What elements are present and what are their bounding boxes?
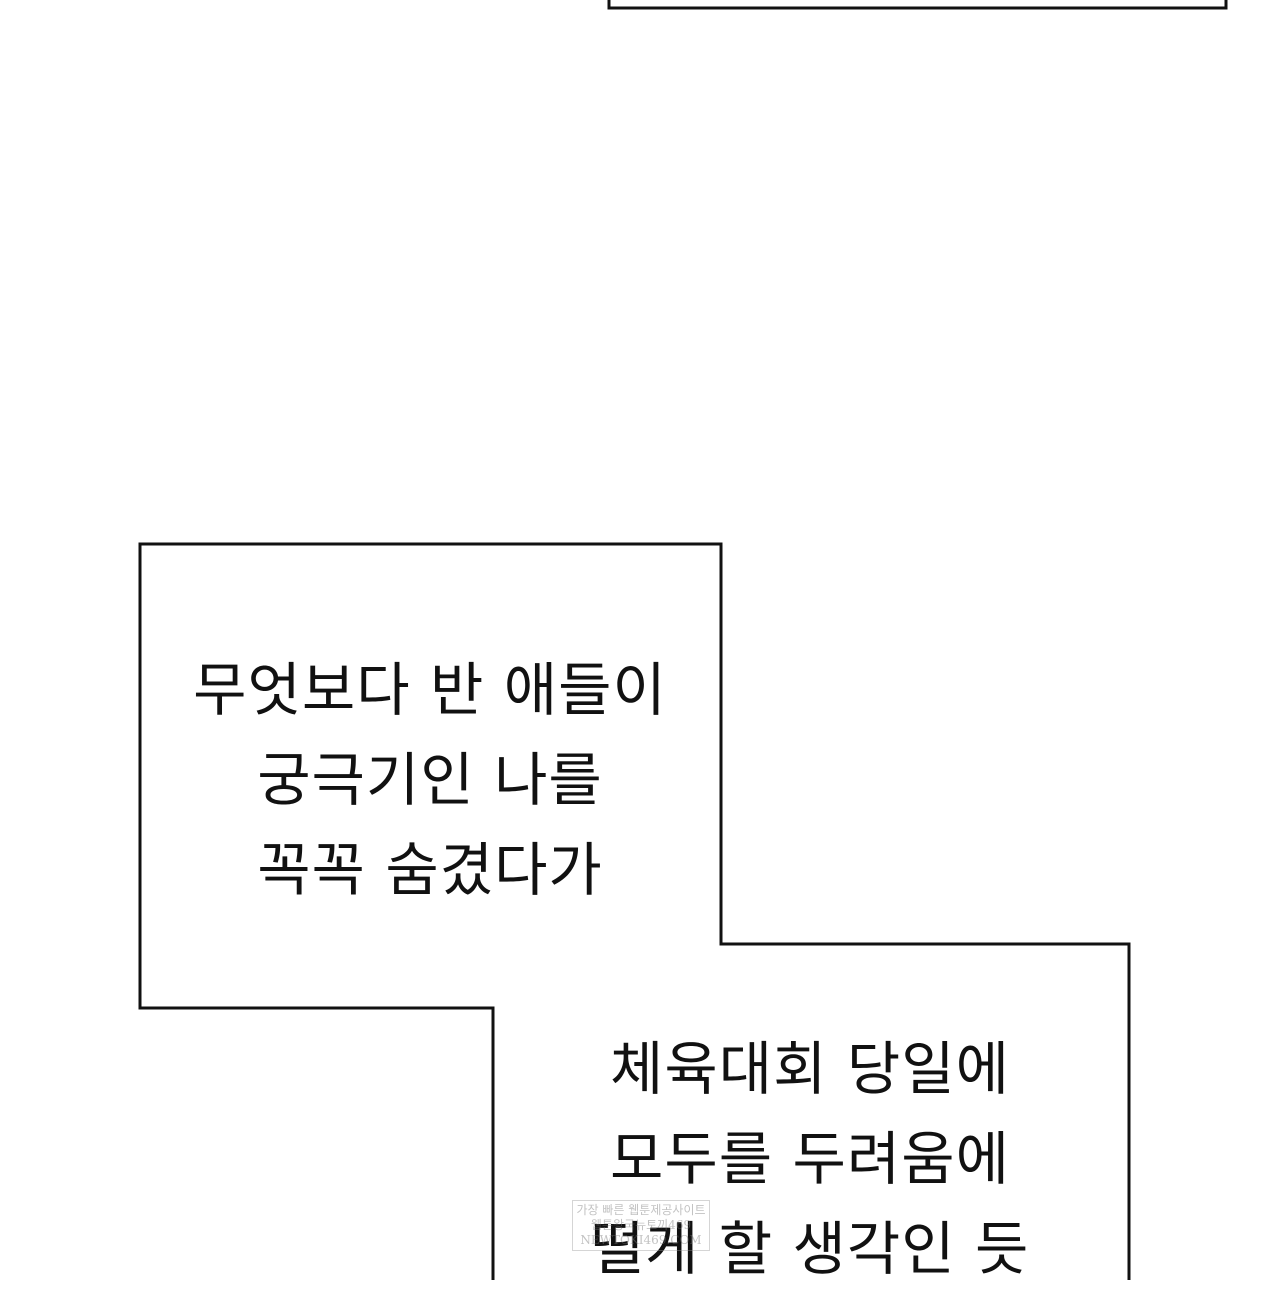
caption-2: 체육대회 당일에 모두를 두려움에 떨게 할 생각인 듯 [510, 1024, 1110, 1294]
top-panel-border [607, 0, 1228, 10]
caption-line: 무엇보다 반 애들이 [193, 656, 667, 724]
caption-line: 떨게 할 생각인 듯 [590, 1215, 1030, 1283]
caption-1: 무엇보다 반 애들이 궁극기인 나를 꼭꼭 숨겼다가 [130, 645, 730, 915]
watermark-line: 웹툰왕국뉴토끼469 [590, 1218, 692, 1232]
watermark-line: 가장 빠른 웹툰제공사이트 [576, 1203, 706, 1217]
caption-line: 체육대회 당일에 [610, 1035, 1010, 1103]
caption-line: 꼭꼭 숨겼다가 [257, 836, 603, 904]
watermark-line: NEWTOKI469.COM [580, 1233, 702, 1247]
caption-panel-border [138, 542, 1131, 1280]
caption-line: 궁극기인 나를 [257, 746, 603, 814]
watermark: 가장 빠른 웹툰제공사이트 웹툰왕국뉴토끼469 NEWTOKI469.COM [572, 1200, 710, 1251]
caption-line: 모두를 두려움에 [610, 1125, 1010, 1193]
